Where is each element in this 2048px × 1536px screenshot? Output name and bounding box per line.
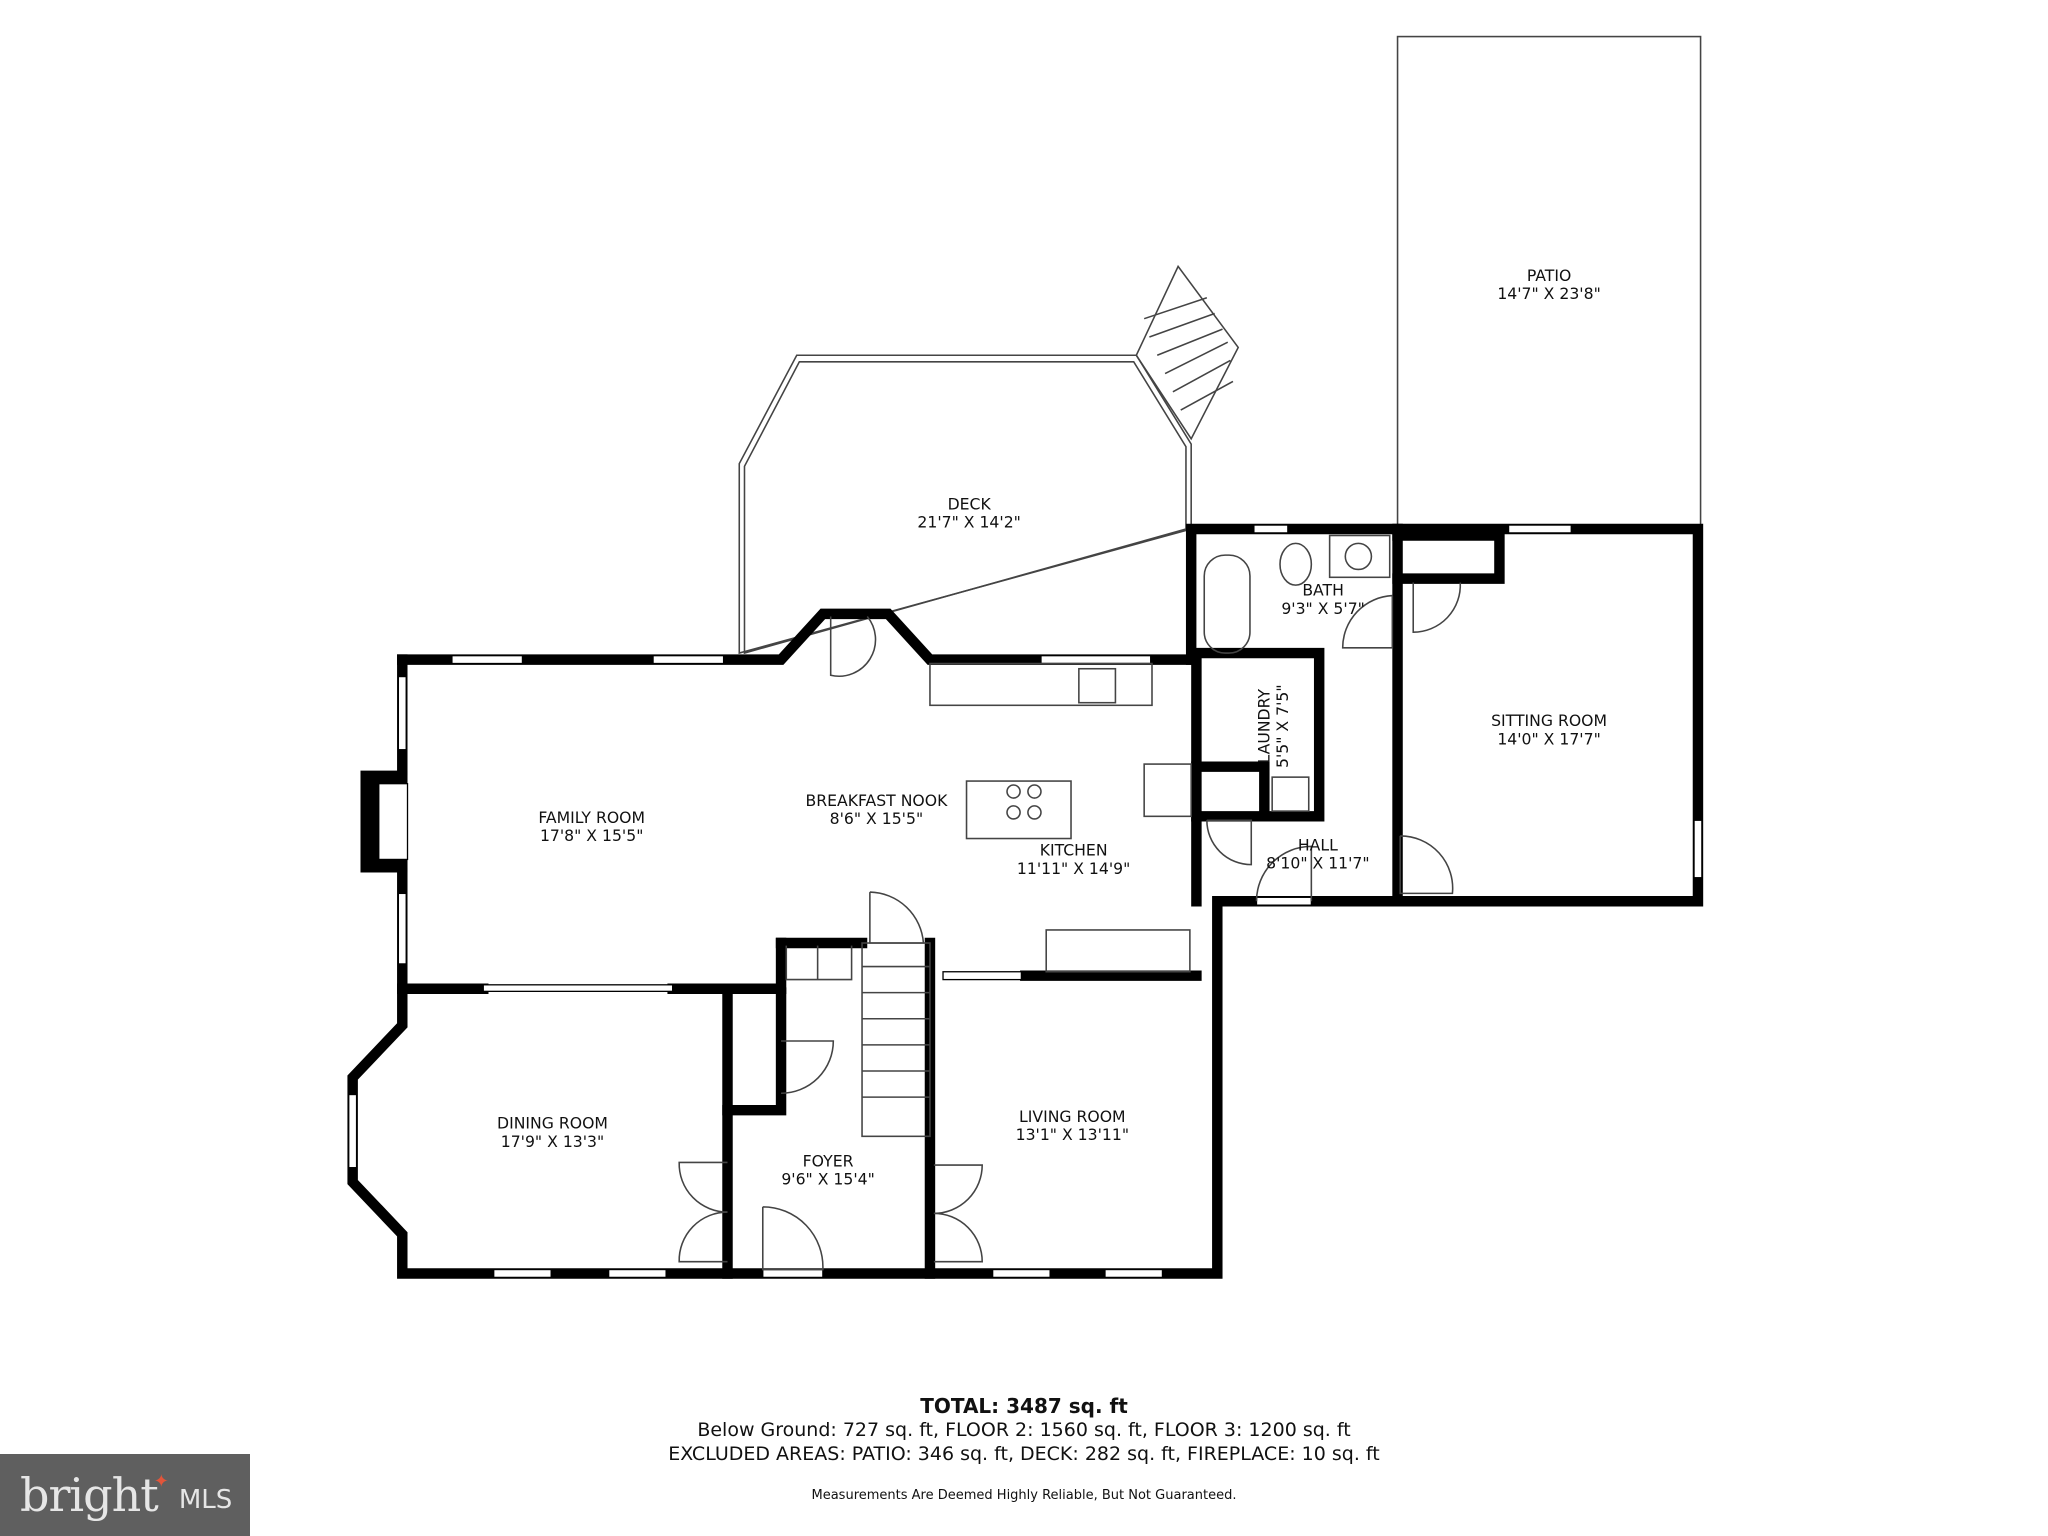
logo-suffix: MLS (178, 1485, 233, 1515)
star-icon: ✦ (153, 1470, 169, 1492)
windows (348, 524, 1703, 1279)
area-summary: TOTAL: 3487 sq. ft Below Ground: 727 sq.… (0, 1394, 2048, 1503)
deck-stairs (1135, 264, 1240, 441)
disclaimer: Measurements Are Deemed Highly Reliable,… (811, 1488, 1237, 1503)
floor-areas: Below Ground: 727 sq. ft, FLOOR 2: 1560 … (697, 1419, 1351, 1441)
excluded-areas: EXCLUDED AREAS: PATIO: 346 sq. ft, DECK:… (668, 1443, 1380, 1465)
walls (347, 523, 1704, 1279)
room-label-laundry: LAUNDRY5'5" X 7'5" (1255, 684, 1292, 768)
doors (678, 582, 1462, 1271)
total-area: TOTAL: 3487 sq. ft (920, 1394, 1128, 1418)
bright-mls-logo: bright ✦ MLS (0, 1454, 250, 1536)
logo-brand: bright (20, 1468, 159, 1522)
fixtures (861, 534, 1391, 1138)
